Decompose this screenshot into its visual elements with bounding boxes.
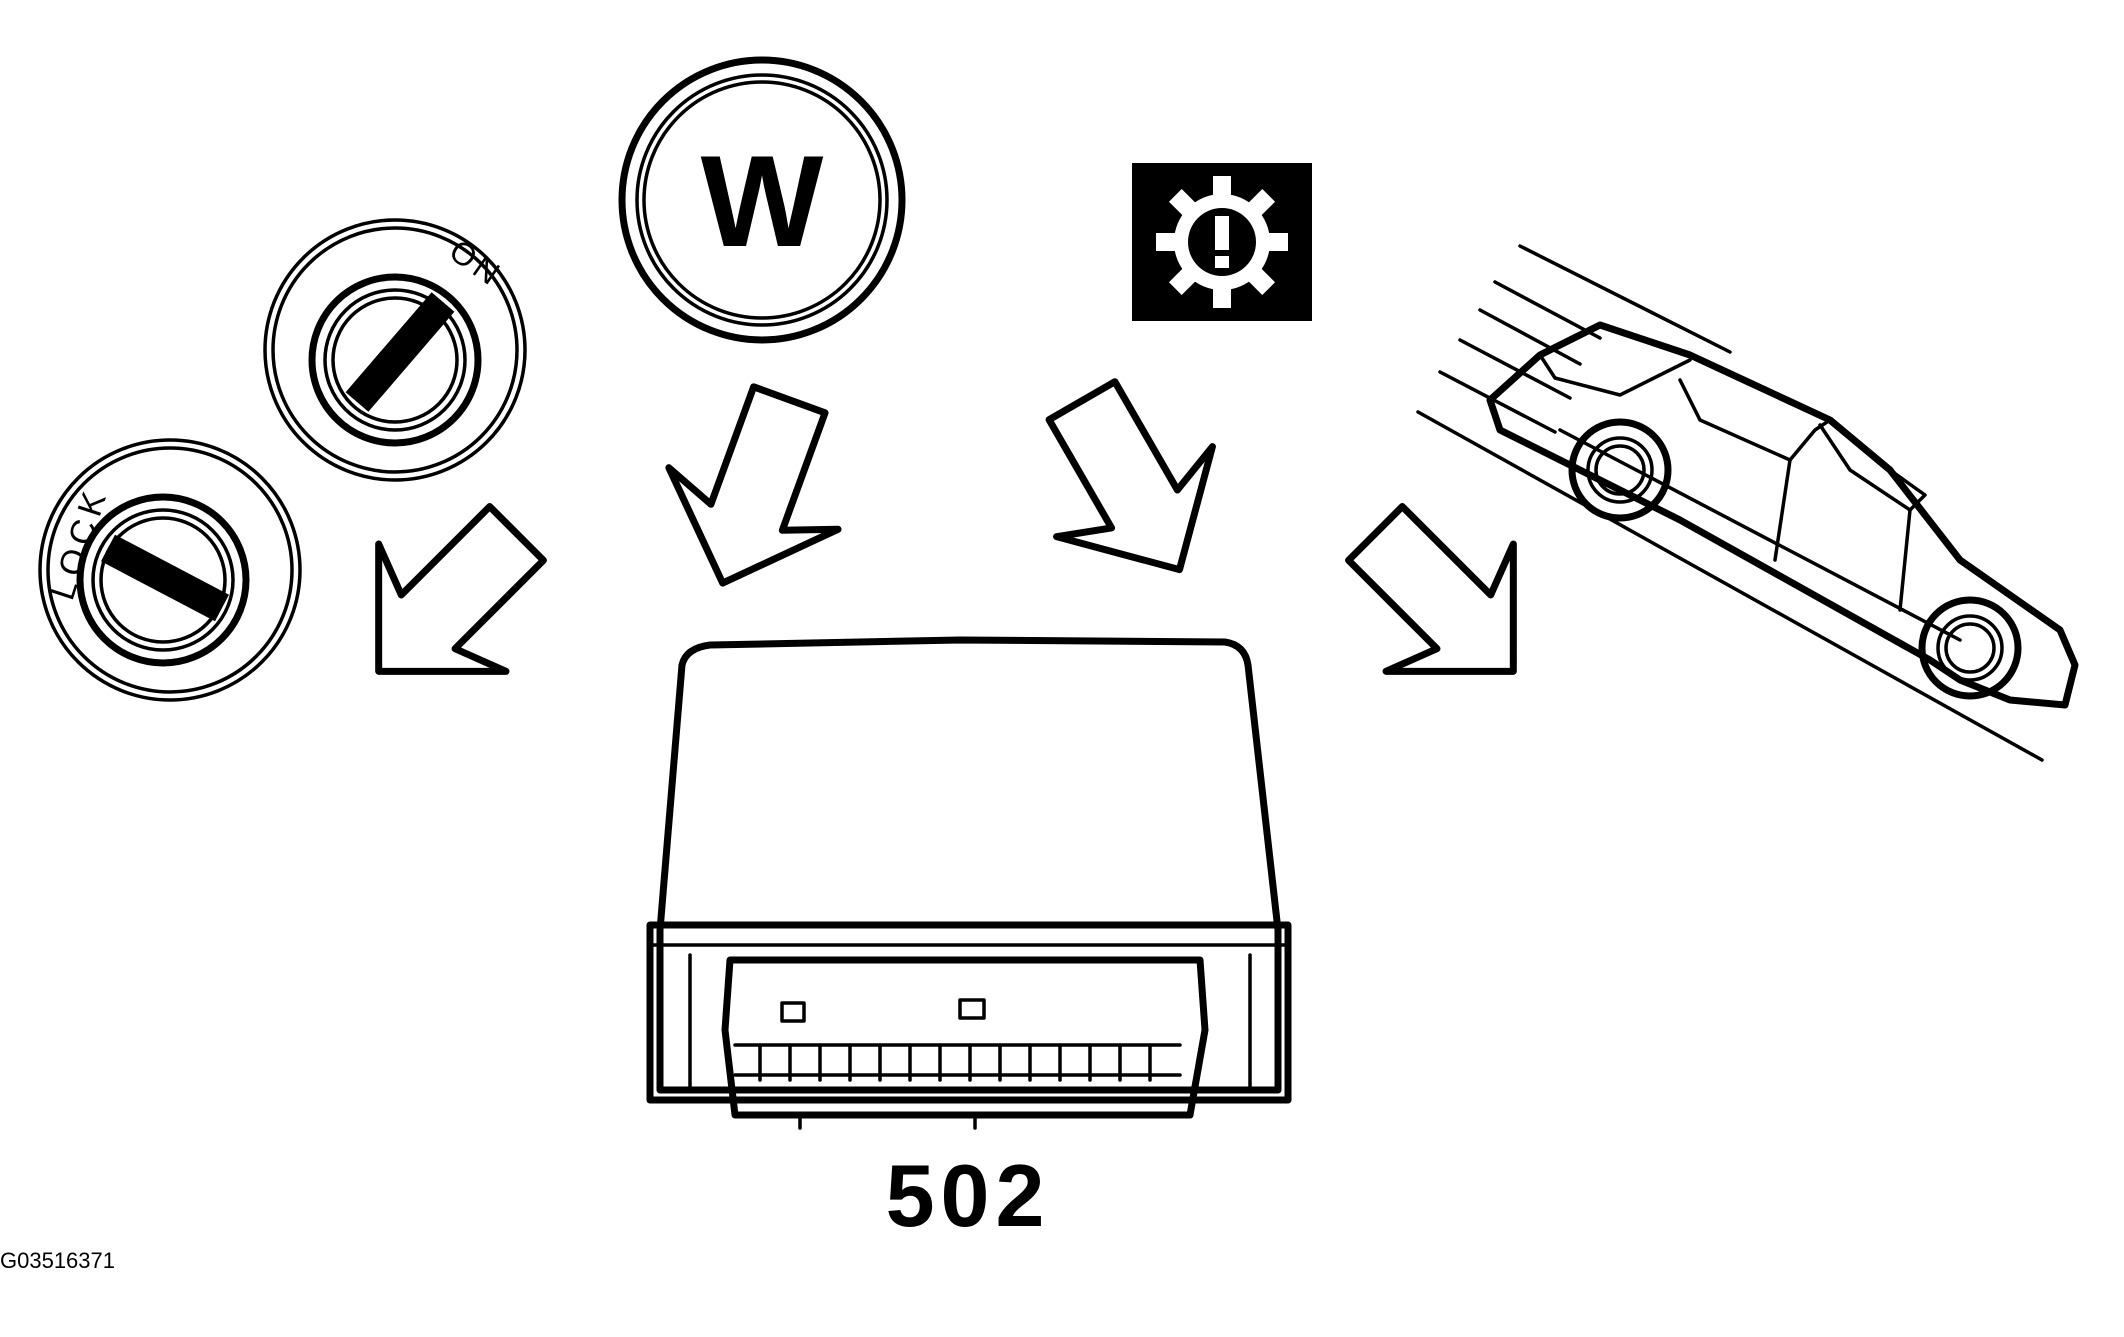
arrow-from-vehicle — [1345, 503, 1517, 675]
warning-letter: W — [701, 128, 824, 274]
module-number: 502 — [886, 1146, 1051, 1245]
arrow-from-gear-symbol — [1045, 378, 1216, 574]
vehicle-on-incline-icon — [1416, 244, 2079, 762]
arrow-from-w-symbol — [665, 383, 842, 587]
on-switch-icon: ON — [263, 218, 527, 482]
arrow-from-lock-switch — [375, 503, 547, 675]
warning-w-icon: W — [618, 56, 906, 344]
figure-id: G03516371 — [0, 1248, 115, 1273]
gear-warning-icon — [1132, 163, 1312, 321]
lock-switch-icon: LOCK — [38, 438, 302, 702]
control-module-icon: 502 — [646, 636, 1292, 1245]
